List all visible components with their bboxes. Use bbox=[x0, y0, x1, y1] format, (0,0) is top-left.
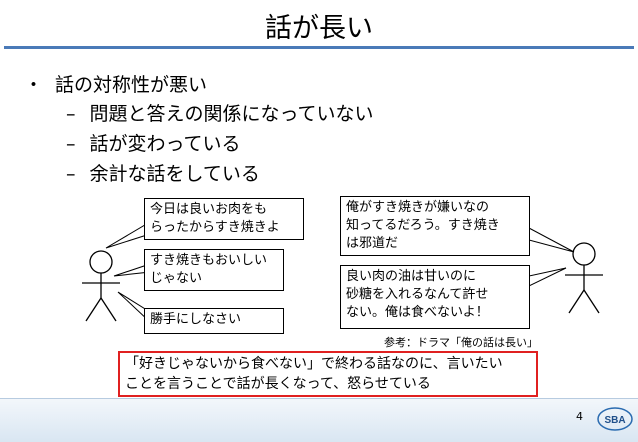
speech-bubble-left: 勝手にしなさい bbox=[144, 308, 284, 334]
main-bullet-text: 話の対称性が悪い bbox=[55, 74, 208, 96]
speech-bubble-left: 今日は良いお肉をも らったからすき焼きよ bbox=[144, 198, 304, 240]
bubble-text: すき焼きもおいしい じゃない bbox=[150, 253, 268, 286]
left-person-icon bbox=[82, 250, 120, 322]
source-caption: 参考：ドラマ「俺の話は長い」 bbox=[384, 336, 538, 349]
footer-line bbox=[0, 398, 638, 399]
sub-bullet-marker: – bbox=[66, 163, 76, 185]
bubble-text: 今日は良いお肉をも らったからすき焼きよ bbox=[150, 202, 280, 235]
sub-bullet-text: 余計な話をしている bbox=[89, 163, 260, 185]
conclusion-box: 「好きじゃないから食べない」で終わる話なのに、言いたい ことを言うことで話が長く… bbox=[118, 351, 538, 397]
bubble-text: 勝手にしなさい bbox=[150, 312, 242, 327]
slide-title: 話が長い bbox=[265, 13, 373, 44]
sub-bullet: –余計な話をしている bbox=[66, 159, 260, 186]
bubble-text: 俺がすき焼きが嫌いなの 知ってるだろう。すき焼き は邪道だ bbox=[346, 200, 500, 251]
speech-bubble-right: 良い肉の油は甘いのに 砂糖を入れるなんて許せ ない。俺は食べないよ！ bbox=[340, 265, 530, 329]
speech-bubble-right: 俺がすき焼きが嫌いなの 知ってるだろう。すき焼き は邪道だ bbox=[340, 196, 530, 256]
speech-bubble-left: すき焼きもおいしい じゃない bbox=[144, 249, 284, 291]
main-bullet: ・話の対称性が悪い bbox=[24, 70, 207, 97]
bullet-marker: ・ bbox=[24, 74, 44, 96]
footer-band bbox=[0, 398, 638, 442]
bubble-text: 良い肉の油は甘いのに 砂糖を入れるなんて許せ ない。俺は食べないよ！ bbox=[346, 269, 489, 320]
right-person-icon bbox=[565, 242, 603, 314]
sub-bullet-text: 話が変わっている bbox=[89, 133, 241, 155]
conclusion-text: 「好きじゃないから食べない」で終わる話なのに、言いたい ことを言うことで話が長く… bbox=[125, 356, 503, 392]
sub-bullet: –話が変わっている bbox=[66, 129, 241, 156]
title-underline bbox=[4, 46, 634, 49]
sub-bullet-marker: – bbox=[66, 103, 76, 125]
logo-text: SBA bbox=[604, 415, 625, 426]
sba-logo: SBA bbox=[597, 407, 633, 431]
sub-bullet-text: 問題と答えの関係になっていない bbox=[89, 103, 374, 125]
bubble-tails bbox=[105, 221, 575, 324]
page-number: 4 bbox=[576, 410, 583, 423]
sub-bullet: –問題と答えの関係になっていない bbox=[66, 99, 374, 126]
sub-bullet-marker: – bbox=[66, 133, 76, 155]
